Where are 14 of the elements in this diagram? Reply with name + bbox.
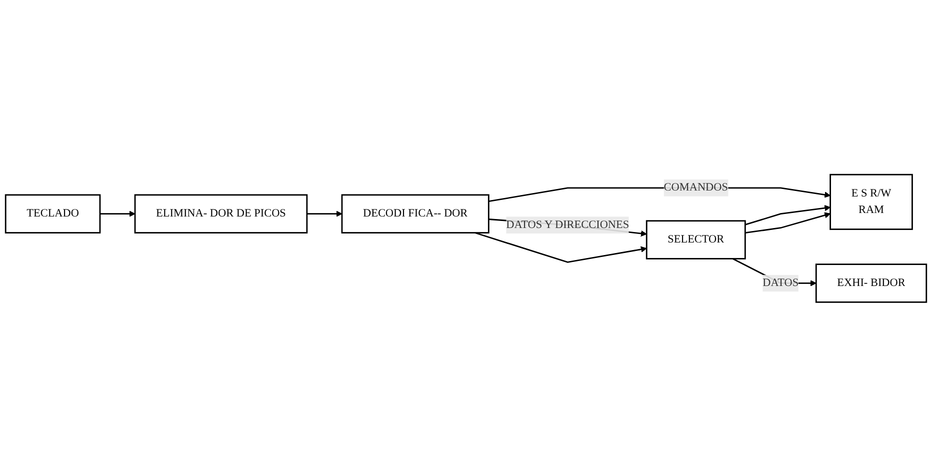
node-box: ELIMINA- DOR DE PICOS	[134, 194, 308, 234]
node-box: DECODI FICA-- DOR	[341, 194, 490, 234]
arrow	[745, 212, 831, 234]
arrow	[474, 232, 647, 263]
edge-label: COMANDOS	[664, 181, 728, 194]
edge-label: DATOS	[762, 276, 799, 288]
node-box: E S R/W RAM	[830, 174, 913, 230]
arrow	[744, 204, 831, 225]
arrow	[306, 210, 342, 217]
node-box: EXHI- BIDOR	[815, 263, 928, 302]
arrow	[100, 210, 136, 217]
node-box: SELECTOR	[646, 220, 746, 260]
edge-label: DATOS Y DIRECCIONES	[506, 218, 630, 230]
node-box: TECLADO	[4, 194, 101, 234]
